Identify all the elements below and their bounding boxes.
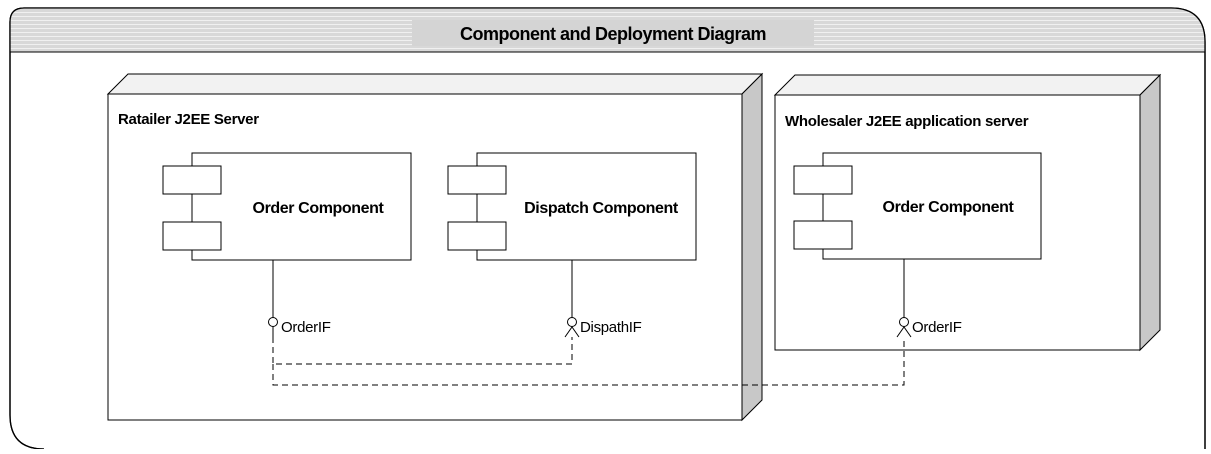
node-retailer-server[interactable]: Ratailer J2EE Server Order Component Ord… bbox=[106, 72, 764, 422]
component-tab-top bbox=[447, 165, 507, 195]
component-body bbox=[476, 152, 697, 261]
component-tab-bottom bbox=[793, 220, 853, 250]
dependency-connectors bbox=[272, 337, 905, 386]
component-label: Dispatch Component bbox=[524, 200, 679, 217]
node-top-face bbox=[773, 74, 1162, 96]
component-body bbox=[822, 152, 1042, 260]
component-tab-bottom bbox=[447, 221, 507, 251]
interface-label: OrderIF bbox=[912, 319, 962, 336]
node-label: Ratailer J2EE Server bbox=[118, 111, 259, 128]
dependency-arrowhead-icon bbox=[896, 326, 912, 338]
component-tab-top bbox=[793, 165, 853, 195]
component-tab-bottom bbox=[162, 221, 222, 251]
interface-orderif-required[interactable]: OrderIF bbox=[896, 259, 962, 338]
dependency-line-dispatch[interactable] bbox=[272, 337, 573, 365]
node-side-face bbox=[741, 72, 763, 422]
component-wholesaler-order[interactable]: Order Component bbox=[793, 152, 1042, 260]
component-tab-top bbox=[162, 165, 222, 195]
component-label: Order Component bbox=[253, 200, 385, 217]
component-order[interactable]: Order Component bbox=[162, 152, 412, 261]
node-top-face bbox=[106, 73, 764, 95]
lollipop-icon bbox=[268, 317, 278, 327]
interface-dispathif-required[interactable]: DispathIF bbox=[564, 260, 642, 338]
node-wholesaler-server[interactable]: Wholesaler J2EE application server Order… bbox=[773, 73, 1162, 352]
lollipop-icon bbox=[567, 317, 577, 327]
interface-label: DispathIF bbox=[580, 319, 642, 336]
dependency-line-wholesaler[interactable] bbox=[272, 337, 905, 386]
lollipop-icon bbox=[899, 317, 909, 327]
node-label: Wholesaler J2EE application server bbox=[785, 113, 1029, 130]
interface-label: OrderIF bbox=[281, 319, 331, 336]
interface-orderif-provided[interactable]: OrderIF bbox=[268, 260, 331, 337]
diagram-title: Component and Deployment Diagram bbox=[460, 24, 766, 44]
component-dispatch[interactable]: Dispatch Component bbox=[447, 152, 697, 261]
component-body bbox=[191, 152, 412, 261]
dependency-arrowhead-icon bbox=[564, 326, 580, 338]
component-label: Order Component bbox=[883, 199, 1015, 216]
node-side-face bbox=[1139, 73, 1161, 352]
